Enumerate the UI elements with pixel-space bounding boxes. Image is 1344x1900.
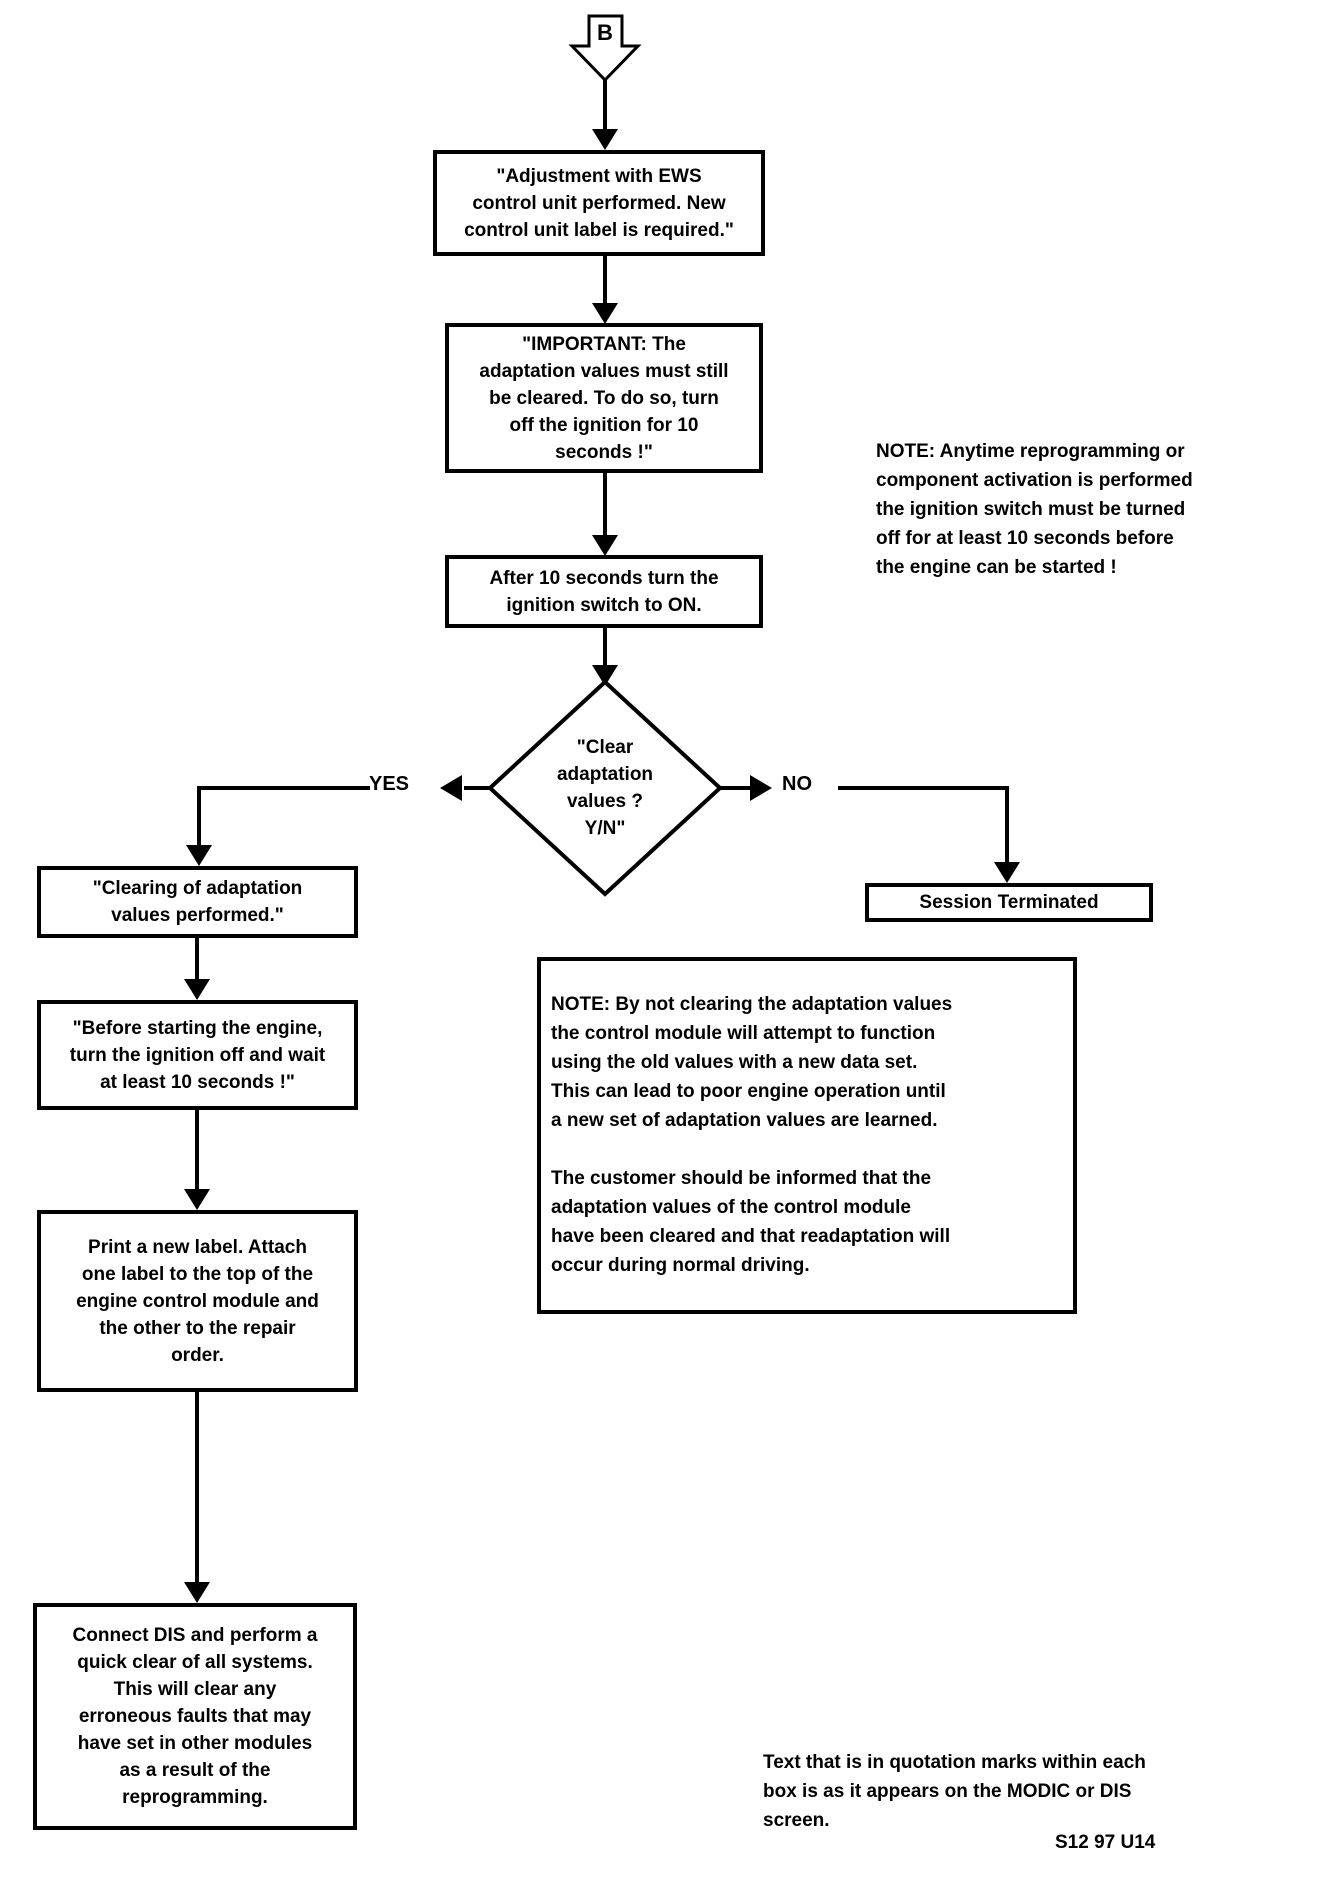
arrow-b-to-adjustment [592,80,618,150]
arrowhead-down-icon [186,845,212,866]
flow-box-clearing: "Clearing of adaptation values performed… [37,866,358,938]
flow-box-adjustment-text: "Adjustment with EWS control unit perfor… [464,165,734,241]
arrow-print-to-connect [184,1392,210,1603]
arrowhead-down-icon [592,303,618,324]
flow-box-adjustment: "Adjustment with EWS control unit perfor… [433,150,765,256]
note-ignition: NOTE: Anytime reprogramming or component… [876,441,1193,578]
caption-quotation-marks: Text that is in quotation marks within e… [763,1752,1146,1831]
connector-b-label: B [597,20,613,45]
flow-box-print-label-text: Print a new label. Attach one label to t… [76,1236,319,1366]
arrow-important-to-after10s [592,473,618,556]
note-adaptation-text: NOTE: By not clearing the adaptation val… [551,994,953,1276]
arrow-clearing-to-before [184,938,210,1000]
flow-box-print-label: Print a new label. Attach one label to t… [37,1210,358,1392]
flow-box-before-starting-text: "Before starting the engine, turn the ig… [69,1017,326,1093]
flow-box-session-terminated-text: Session Terminated [919,892,1099,913]
decision-diamond [487,679,723,897]
arrowhead-down-icon [184,1582,210,1603]
connector-b-shape [568,14,642,83]
arrowhead-down-icon [184,979,210,1000]
arrowhead-left-icon [440,775,462,801]
arrowhead-down-icon [592,665,618,686]
arrow-before-to-print [184,1110,210,1210]
figure-code: S12 97 U14 [1055,1832,1156,1853]
arrow-decision-no [718,775,1020,883]
flow-box-connect-dis: Connect DIS and perform a quick clear of… [33,1603,357,1830]
arrowhead-down-icon [592,535,618,556]
arrowhead-down-icon [592,129,618,150]
arrow-after10s-to-decision [592,628,618,686]
branch-label-no: NO [782,773,812,795]
arrowhead-right-icon [750,775,772,801]
flow-box-after-10s-text: After 10 seconds turn the ignition switc… [489,567,719,616]
flow-box-after-10s: After 10 seconds turn the ignition switc… [445,555,763,628]
flow-box-session-terminated: Session Terminated [865,883,1153,922]
flow-box-important-text: "IMPORTANT: The adaptation values must s… [479,333,729,463]
flow-box-connect-dis-text: Connect DIS and perform a quick clear of… [72,1625,318,1808]
branch-label-yes: YES [369,773,410,795]
flow-box-important: "IMPORTANT: The adaptation values must s… [445,323,763,473]
arrow-adjustment-to-important [592,256,618,324]
note-adaptation-box [537,957,1077,1314]
arrowhead-down-icon [994,862,1020,883]
flow-box-clearing-text: "Clearing of adaptation values performed… [92,878,303,926]
flow-box-before-starting: "Before starting the engine, turn the ig… [37,1000,358,1110]
arrow-decision-yes [186,775,490,866]
arrowhead-down-icon [184,1189,210,1210]
decision-diamond-text: "Clear adaptation values ? Y/N" [556,737,654,839]
